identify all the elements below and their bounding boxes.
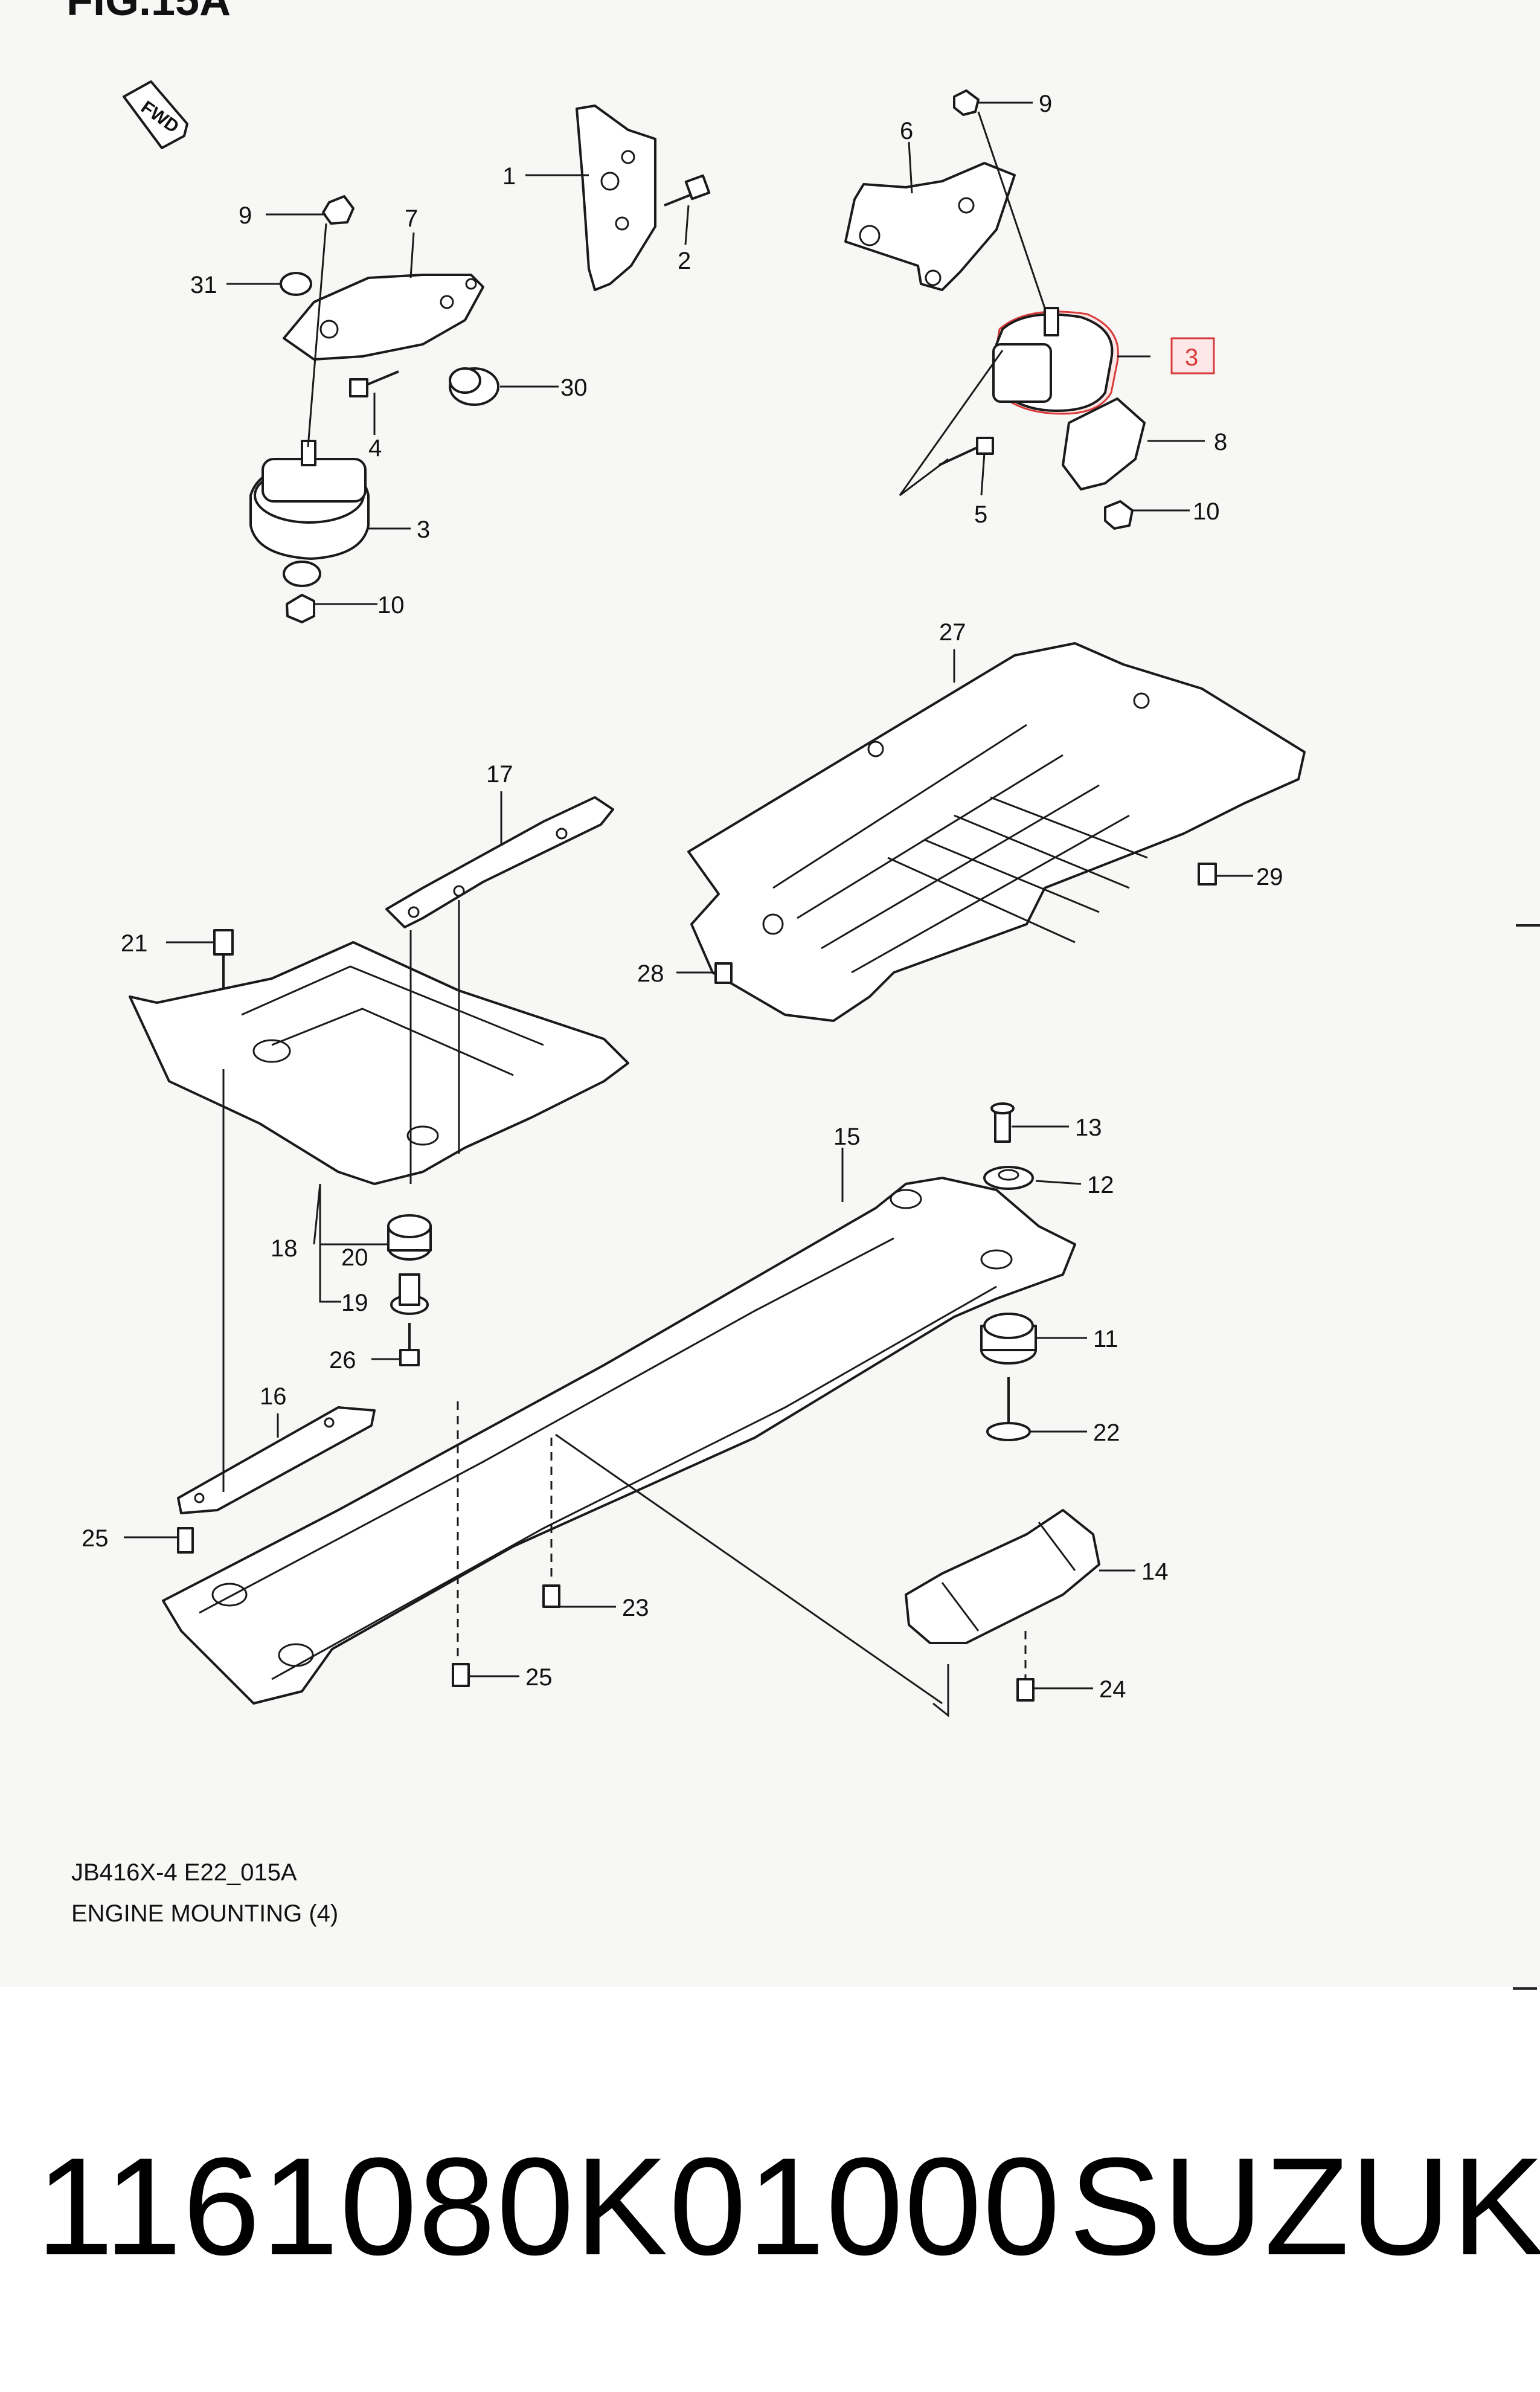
part-31-nut[interactable] bbox=[280, 272, 312, 296]
part-5-bolt[interactable] bbox=[938, 437, 994, 466]
callout-3-highlight-box bbox=[1170, 337, 1215, 375]
crossmember-frame bbox=[129, 941, 629, 1185]
callout-27: 27 bbox=[939, 619, 966, 646]
callout-29: 29 bbox=[1256, 864, 1283, 890]
brand-name: SUZUKI bbox=[1069, 2129, 1540, 2284]
callout-6: 6 bbox=[900, 118, 913, 144]
callout-4: 4 bbox=[368, 435, 382, 461]
callout-24: 24 bbox=[1099, 1676, 1126, 1703]
diagram-caption: ENGINE MOUNTING (4) bbox=[71, 1900, 339, 1927]
part-10-nut-right[interactable] bbox=[1104, 500, 1134, 530]
diagram-code: JB416X-4 E22_015A bbox=[71, 1859, 297, 1886]
part-28-bolt[interactable] bbox=[714, 962, 733, 984]
callout-21: 21 bbox=[121, 930, 148, 957]
callout-9-right: 9 bbox=[1039, 91, 1052, 117]
callout-19: 19 bbox=[341, 1290, 368, 1316]
part-26-bolt[interactable] bbox=[399, 1323, 420, 1366]
callout-3: 3 bbox=[417, 516, 430, 543]
callout-26: 26 bbox=[329, 1347, 356, 1374]
part-12-washer[interactable] bbox=[983, 1166, 1034, 1190]
part-7-bracket[interactable] bbox=[283, 274, 484, 361]
part-17-plate[interactable] bbox=[385, 796, 614, 928]
figure-title: FIG.15A bbox=[66, 0, 231, 25]
exploded-parts-diagram: FWD bbox=[82, 80, 1306, 1718]
callout-2: 2 bbox=[678, 248, 691, 274]
leader-lines bbox=[124, 101, 1253, 1718]
part-29-bolt[interactable] bbox=[1198, 863, 1217, 886]
callout-labels: 1 2 9 31 7 4 30 3 10 9 6 3 8 5 10 27 17 … bbox=[82, 91, 1283, 1703]
callout-23: 23 bbox=[622, 1595, 649, 1621]
callout-25-center: 25 bbox=[525, 1664, 553, 1691]
callout-28: 28 bbox=[637, 960, 664, 987]
part-23-bolt[interactable] bbox=[542, 1584, 560, 1608]
part-1-bracket[interactable] bbox=[576, 104, 656, 291]
callout-30: 30 bbox=[560, 375, 588, 401]
part-24-bolt[interactable] bbox=[1016, 1678, 1035, 1702]
callout-8: 8 bbox=[1214, 429, 1227, 455]
callout-31: 31 bbox=[190, 272, 217, 298]
edge-mark bbox=[1516, 924, 1540, 927]
callout-10: 10 bbox=[377, 592, 405, 619]
callout-13: 13 bbox=[1075, 1114, 1102, 1141]
part-15-frame[interactable] bbox=[162, 1177, 1076, 1705]
callout-3-highlighted: 3 bbox=[1185, 344, 1198, 371]
part-22-bolt[interactable] bbox=[986, 1377, 1031, 1441]
callout-11: 11 bbox=[1093, 1326, 1118, 1352]
part-13-bolt[interactable] bbox=[990, 1102, 1015, 1143]
part-9-nut-right[interactable] bbox=[953, 89, 980, 116]
part-3-engine-mount-right[interactable] bbox=[992, 307, 1119, 415]
callout-12: 12 bbox=[1087, 1172, 1114, 1198]
part-4-bolt[interactable] bbox=[349, 370, 399, 397]
part-number: 1161080K01000 bbox=[36, 2129, 1062, 2284]
part-14-mount-bracket[interactable] bbox=[905, 1509, 1100, 1644]
dashed-center-lines bbox=[457, 1401, 1027, 1679]
callout-20: 20 bbox=[341, 1244, 368, 1271]
part-25-bolt-center[interactable] bbox=[452, 1663, 470, 1687]
callout-5: 5 bbox=[974, 501, 987, 528]
part-9-nut[interactable] bbox=[322, 195, 355, 225]
callout-18: 18 bbox=[271, 1235, 298, 1262]
callout-7: 7 bbox=[405, 205, 418, 232]
fwd-arrow-icon: FWD bbox=[123, 80, 188, 149]
callout-9: 9 bbox=[239, 202, 252, 229]
callout-15: 15 bbox=[833, 1124, 861, 1150]
callout-17: 17 bbox=[486, 761, 513, 788]
callout-22: 22 bbox=[1093, 1419, 1120, 1446]
callout-1: 1 bbox=[502, 163, 516, 190]
part-3-engine-mount-left[interactable] bbox=[249, 440, 370, 587]
part-11-bushing[interactable] bbox=[980, 1313, 1037, 1365]
callout-25: 25 bbox=[82, 1525, 109, 1552]
callout-16: 16 bbox=[260, 1383, 287, 1410]
callout-14: 14 bbox=[1141, 1558, 1169, 1585]
part-27-skid-plate[interactable] bbox=[687, 642, 1306, 1022]
part-8-cover[interactable] bbox=[1062, 397, 1146, 490]
part-16-plate[interactable] bbox=[177, 1406, 376, 1514]
part-19-collar[interactable] bbox=[390, 1273, 429, 1315]
part-10-nut[interactable] bbox=[286, 594, 315, 623]
edge-mark bbox=[1513, 1987, 1537, 1990]
part-30-stopper[interactable] bbox=[449, 367, 499, 406]
part-25-bolt-left[interactable] bbox=[177, 1527, 194, 1554]
part-2-bolt[interactable] bbox=[664, 174, 711, 207]
part-20-bushing[interactable] bbox=[387, 1214, 432, 1261]
part-6-bracket[interactable] bbox=[844, 162, 1016, 291]
callout-10-right: 10 bbox=[1193, 498, 1220, 525]
